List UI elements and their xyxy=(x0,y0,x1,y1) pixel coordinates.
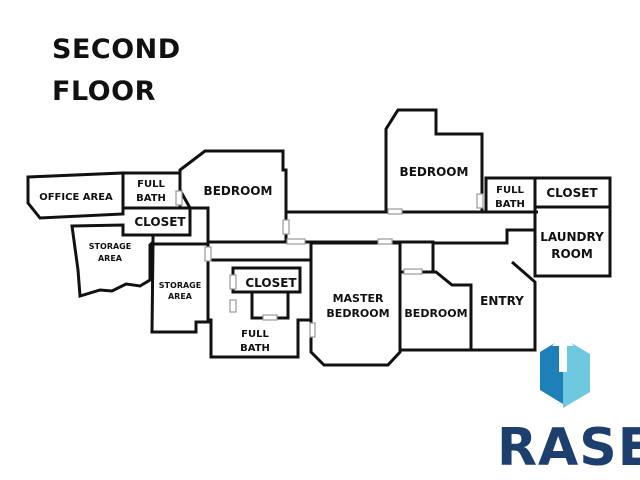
closet-left-wall xyxy=(123,206,192,237)
office-area-wall xyxy=(26,171,125,220)
label-storage-mid-1: STORAGE xyxy=(159,281,201,290)
entry-wall xyxy=(431,243,537,352)
label-closet-left: CLOSET xyxy=(134,215,186,229)
doors xyxy=(175,190,484,338)
logo-mark-arrow xyxy=(552,334,574,372)
label-storage-mid-2: AREA xyxy=(168,292,193,301)
label-entry: ENTRY xyxy=(480,294,524,308)
label-master-2: BEDROOM xyxy=(326,307,389,320)
label-bedroom-top: BEDROOM xyxy=(400,165,469,179)
door-marker xyxy=(377,238,393,245)
label-full-bath-lower-2: BATH xyxy=(240,343,270,354)
door-marker xyxy=(387,208,403,215)
door-marker xyxy=(175,190,183,206)
door-marker xyxy=(204,246,212,262)
label-storage-left-2: AREA xyxy=(98,254,123,263)
label-full-bath-right-2: BATH xyxy=(495,199,525,210)
bath-divider-wall xyxy=(250,292,290,320)
label-storage-left-1: STORAGE xyxy=(89,242,131,251)
rase-logo-mark xyxy=(540,334,590,408)
label-bedroom-left: BEDROOM xyxy=(204,184,273,198)
door-marker xyxy=(476,193,484,209)
logo-mark-dark xyxy=(540,338,563,404)
door-marker xyxy=(403,268,423,275)
label-full-bath-lower-1: FULL xyxy=(241,329,269,340)
walls xyxy=(26,108,612,367)
logo-mark-light xyxy=(563,338,590,408)
label-office-area: OFFICE AREA xyxy=(39,192,113,203)
door-marker xyxy=(262,314,278,321)
label-laundry-1: LAUNDRY xyxy=(540,230,604,244)
bedroom-small-wall xyxy=(400,270,473,352)
label-full-bath-upper-1: FULL xyxy=(137,179,165,190)
label-laundry-2: ROOM xyxy=(551,247,593,261)
door-marker xyxy=(286,238,306,245)
label-closet-right: CLOSET xyxy=(546,186,598,200)
bedroom-top-wall xyxy=(384,108,484,212)
label-bedroom-small: BEDROOM xyxy=(404,307,467,320)
door-marker xyxy=(229,299,237,313)
laundry-room-wall xyxy=(533,205,612,278)
floor-title-line2: FLOOR xyxy=(52,76,156,107)
label-full-bath-right-1: FULL xyxy=(496,185,524,196)
storage-left-wall xyxy=(70,223,155,298)
hall-wall xyxy=(286,210,538,245)
label-master-1: MASTER xyxy=(333,292,384,305)
floor-title-line1: SECOND xyxy=(52,34,181,65)
storage-mid-wall xyxy=(150,242,210,334)
door-marker xyxy=(282,219,290,235)
door-marker xyxy=(309,322,316,338)
label-full-bath-upper-2: BATH xyxy=(136,193,166,204)
door-marker xyxy=(229,274,237,290)
rase-logo-text: RASE xyxy=(497,418,640,478)
room-labels: OFFICE AREA FULL BATH CLOSET BEDROOM STO… xyxy=(39,165,604,354)
label-closet-center: CLOSET xyxy=(245,276,297,290)
